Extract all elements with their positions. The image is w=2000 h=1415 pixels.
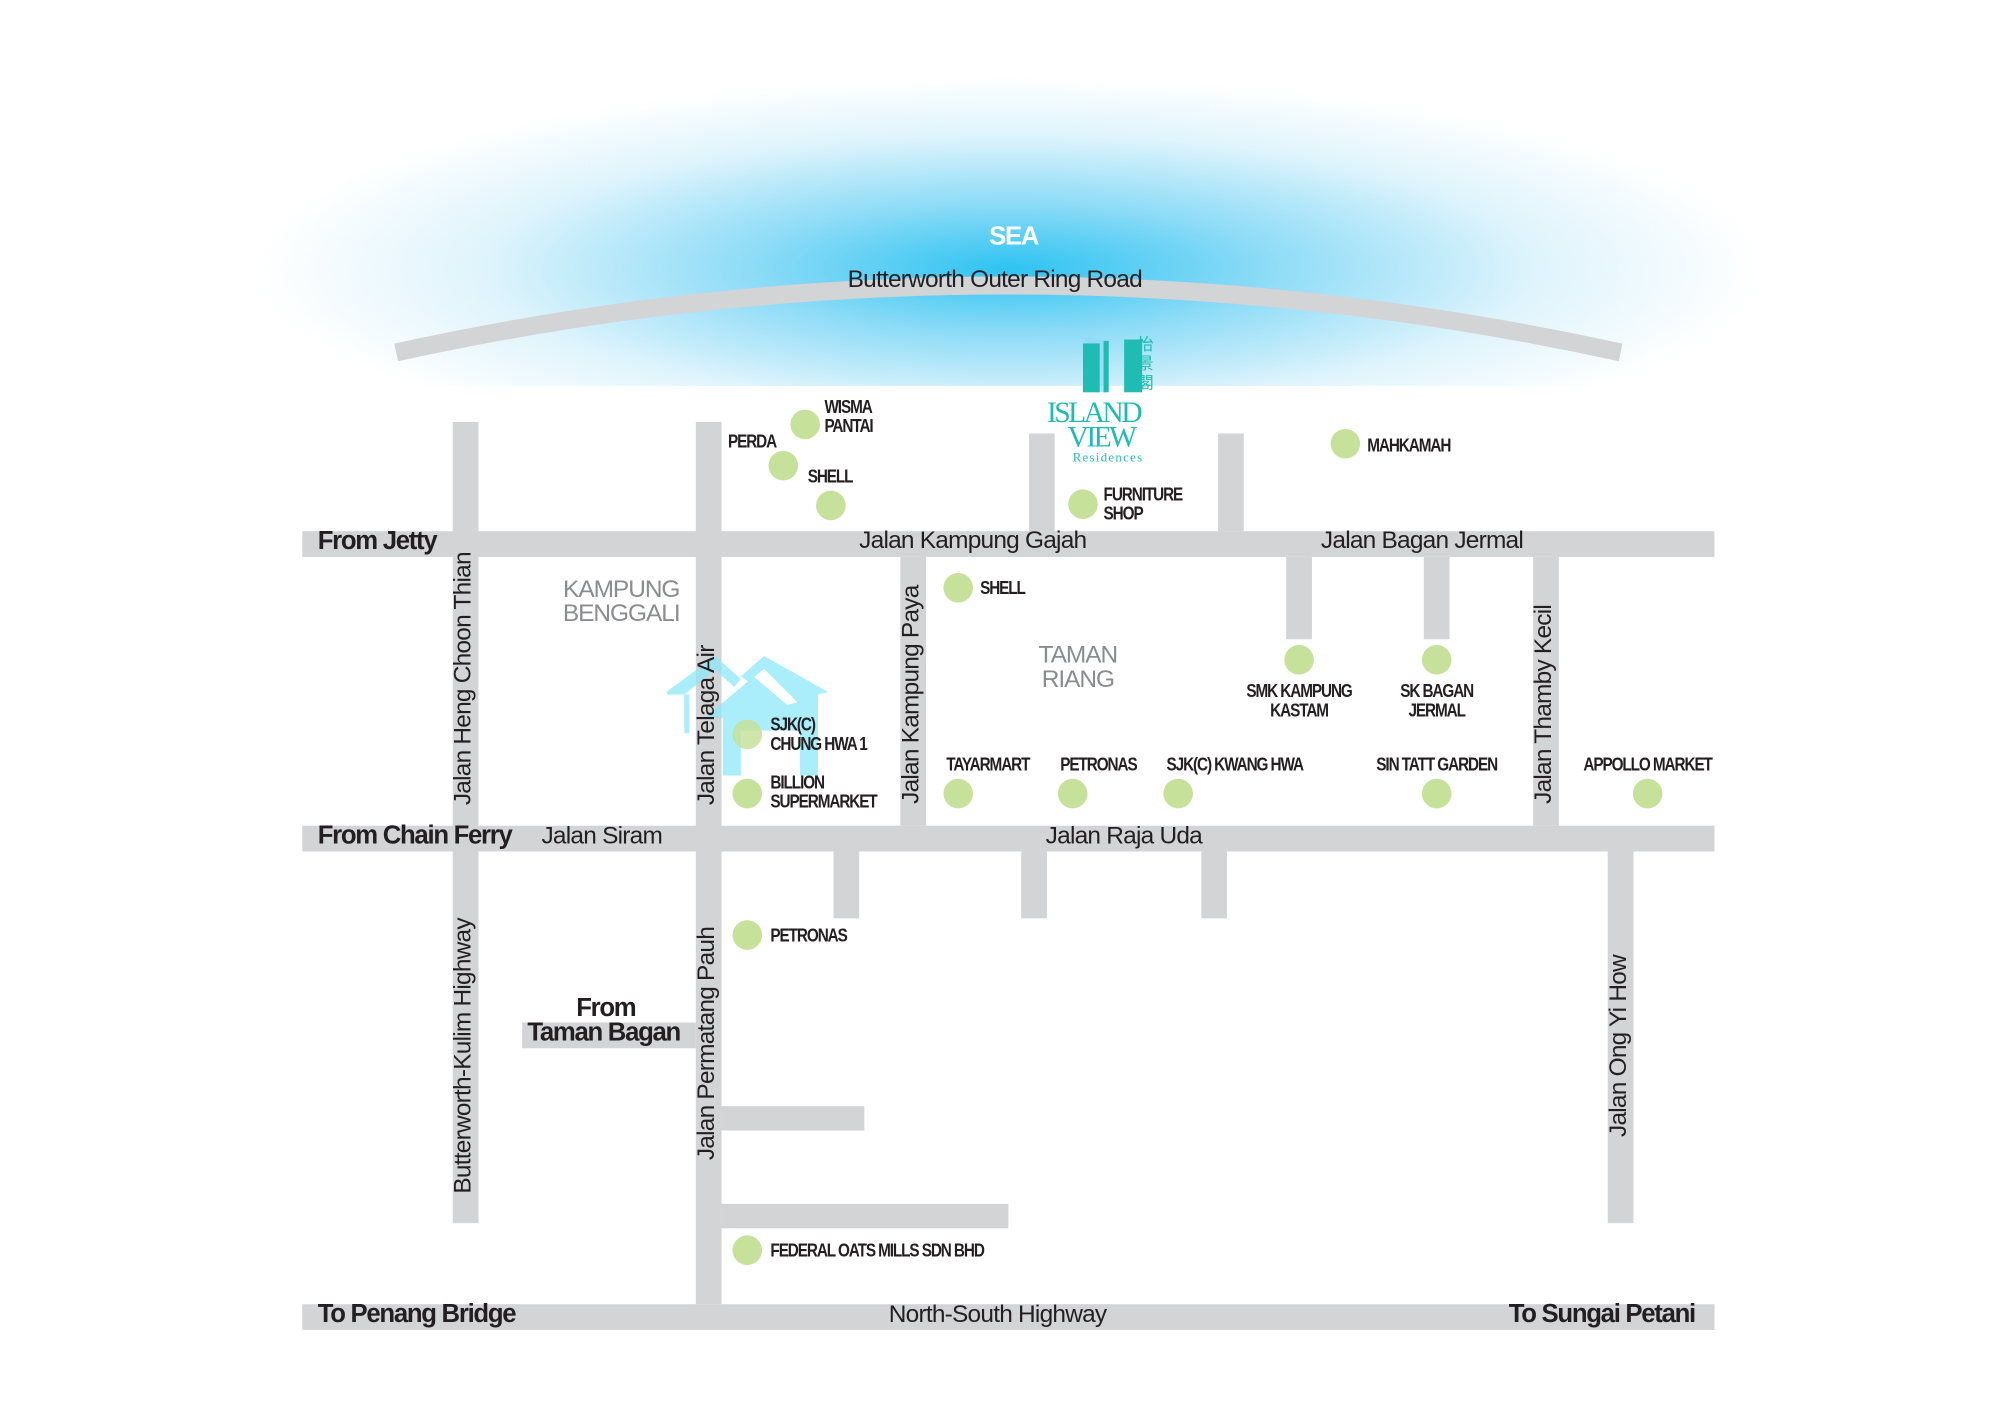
direction-from-chain-ferry: From Chain Ferry <box>317 821 513 851</box>
road-label-ong-yi-how: Jalan Ong Yi How <box>1605 955 1633 1138</box>
poi-label-petronas-2: PETRONAS <box>770 924 847 946</box>
road-label-heng-choon-thian: Jalan Heng Choon Thian <box>450 552 478 806</box>
road-label-kampung-paya: Jalan Kampung Paya <box>897 585 925 804</box>
poi-label-billion: BILLION SUPERMARKET <box>770 771 877 812</box>
direction-from-jetty: From Jetty <box>317 527 438 556</box>
poi-line: SMK KAMPUNG <box>1246 680 1352 701</box>
poi-label-federal-oats: FEDERAL OATS MILLS SDN BHD <box>770 1239 984 1261</box>
area-line: TAMAN <box>1038 641 1119 669</box>
poi-label-sk-bagan-jermal: SK BAGAN JERMAL <box>1400 680 1474 721</box>
poi-label-tayarmart: TAYARMART <box>946 753 1030 775</box>
poi-line: PANTAI <box>824 415 873 437</box>
logo-line2: VIEW <box>1067 420 1137 453</box>
poi-label-mahkamah: MAHKAMAH <box>1367 434 1451 456</box>
poi-line: JERMAL <box>1408 699 1465 721</box>
poi-label-perda: PERDA <box>727 430 777 452</box>
poi-dot-perda[interactable] <box>768 450 799 481</box>
area-taman-riang: TAMAN RIANG <box>1038 641 1119 694</box>
island-view-logo: 怡景閣 ISLAND VIEW Residences <box>1047 331 1176 467</box>
poi-line: SJK(C) <box>770 713 816 735</box>
poi-label-furniture-shop: FURNITURE SHOP <box>1103 483 1184 524</box>
poi-line: FURNITURE <box>1103 483 1184 505</box>
poi-dot-sk-bagan-jermal[interactable] <box>1421 645 1452 675</box>
poi-dot-petronas-2[interactable] <box>732 920 763 950</box>
road-label-kampung-gajah: Jalan Kampung Gajah <box>859 527 1087 555</box>
poi-line: SK BAGAN <box>1400 680 1474 701</box>
road-stub <box>1423 556 1450 640</box>
direction-from-taman-bagan: From <box>576 994 636 1023</box>
road-raja-uda <box>302 825 1715 852</box>
road-label-thamby-kecil: Jalan Thamby Kecil <box>1530 604 1558 804</box>
poi-dot-shell-2[interactable] <box>943 573 974 603</box>
logo-chinese: 怡景閣 <box>1137 334 1154 393</box>
poi-line: SHOP <box>1103 502 1144 524</box>
house-icon <box>666 655 829 776</box>
road-label-north-south: North-South Highway <box>888 1301 1107 1329</box>
area-line: RIANG <box>1041 666 1115 694</box>
road-heng-choon-thian <box>452 421 479 1224</box>
poi-dot-tayarmart[interactable] <box>943 778 974 809</box>
road-label-siram: Jalan Siram <box>541 823 663 851</box>
road-kampung-paya <box>900 556 927 826</box>
road-label-outer-ring: Butterworth Outer Ring Road <box>847 266 1143 294</box>
road-label-telaga-air: Jalan Telaga Air <box>693 645 721 806</box>
poi-label-wisma-pantai: WISMA PANTAI <box>824 396 873 437</box>
road-side-2 <box>721 1203 1009 1229</box>
poi-line: WISMA <box>824 396 872 417</box>
poi-label-petronas: PETRONAS <box>1060 753 1137 775</box>
logo-line1: ISLAND <box>1046 396 1143 429</box>
poi-dot-shell[interactable] <box>816 490 846 521</box>
poi-dot-mahkamah[interactable] <box>1330 428 1361 459</box>
road-north-south <box>302 1304 1715 1330</box>
poi-label-shell: SHELL <box>807 465 854 487</box>
road-kampung-gajah <box>302 531 1715 557</box>
road-taman-bagan <box>522 1022 696 1049</box>
poi-label-shell-2: SHELL <box>980 577 1026 599</box>
road-thamby-kecil <box>1533 556 1559 826</box>
poi-label-appollo-market: APPOLLO MARKET <box>1583 753 1713 775</box>
poi-dot-smk-kampung-kastam[interactable] <box>1284 645 1314 675</box>
poi-label-sin-tatt-garden: SIN TATT GARDEN <box>1376 753 1498 775</box>
road-label-raja-uda: Jalan Raja Uda <box>1045 823 1203 851</box>
direction-to-sungai-petani: To Sungai Petani <box>1508 1300 1696 1329</box>
poi-dot-sjkc-chung-hwa[interactable] <box>732 719 763 750</box>
poi-dot-federal-oats[interactable] <box>732 1235 763 1265</box>
building-icon <box>1062 333 1143 393</box>
road-stub <box>1218 433 1244 532</box>
poi-line: SUPERMARKET <box>770 791 877 812</box>
road-label-bagan-jermal: Jalan Bagan Jermal <box>1320 527 1524 555</box>
poi-dot-appollo-market[interactable] <box>1632 778 1663 809</box>
road-stub <box>1021 851 1047 919</box>
road-stub <box>1201 851 1228 919</box>
poi-label-sjkc-kwang-hwa: SJK(C) KWANG HWA <box>1166 753 1305 775</box>
poi-line: KASTAM <box>1270 699 1329 721</box>
poi-label-sjkc-chung-hwa: SJK(C) CHUNG HWA 1 <box>770 713 867 754</box>
road-stub <box>833 851 860 919</box>
road-ong-yi-how <box>1607 851 1634 1224</box>
logo-line3: Residences <box>1072 451 1144 466</box>
road-label-butterworth-kulim: Butterworth-Kulim Highway <box>450 918 478 1194</box>
poi-dot-sjkc-kwang-hwa[interactable] <box>1163 778 1193 809</box>
area-line: BENGGALI <box>562 600 681 628</box>
poi-dot-sin-tatt-garden[interactable] <box>1421 778 1452 809</box>
area-line: KAMPUNG <box>563 576 680 604</box>
road-telaga-air <box>695 421 722 1305</box>
road-stub <box>1028 433 1055 532</box>
area-kampung-benggali: KAMPUNG BENGGALI <box>562 576 681 628</box>
poi-line: BILLION <box>770 771 825 793</box>
poi-label-smk-kampung-kastam: SMK KAMPUNG KASTAM <box>1246 680 1352 721</box>
poi-dot-billion[interactable] <box>732 778 763 809</box>
road-stub <box>1286 556 1312 640</box>
direction-from-taman-bagan-2: Taman Bagan <box>527 1018 681 1047</box>
road-side-1 <box>721 1106 865 1131</box>
poi-dot-petronas[interactable] <box>1057 778 1088 809</box>
poi-line: CHUNG HWA 1 <box>770 733 867 754</box>
poi-dot-furniture-shop[interactable] <box>1068 489 1098 519</box>
sea-label: SEA <box>989 222 1039 251</box>
direction-to-penang-bridge: To Penang Bridge <box>317 1300 517 1329</box>
poi-dot-wisma-pantai[interactable] <box>790 409 820 440</box>
road-label-permatang-pauh: Jalan Permatang Pauh <box>693 926 721 1161</box>
